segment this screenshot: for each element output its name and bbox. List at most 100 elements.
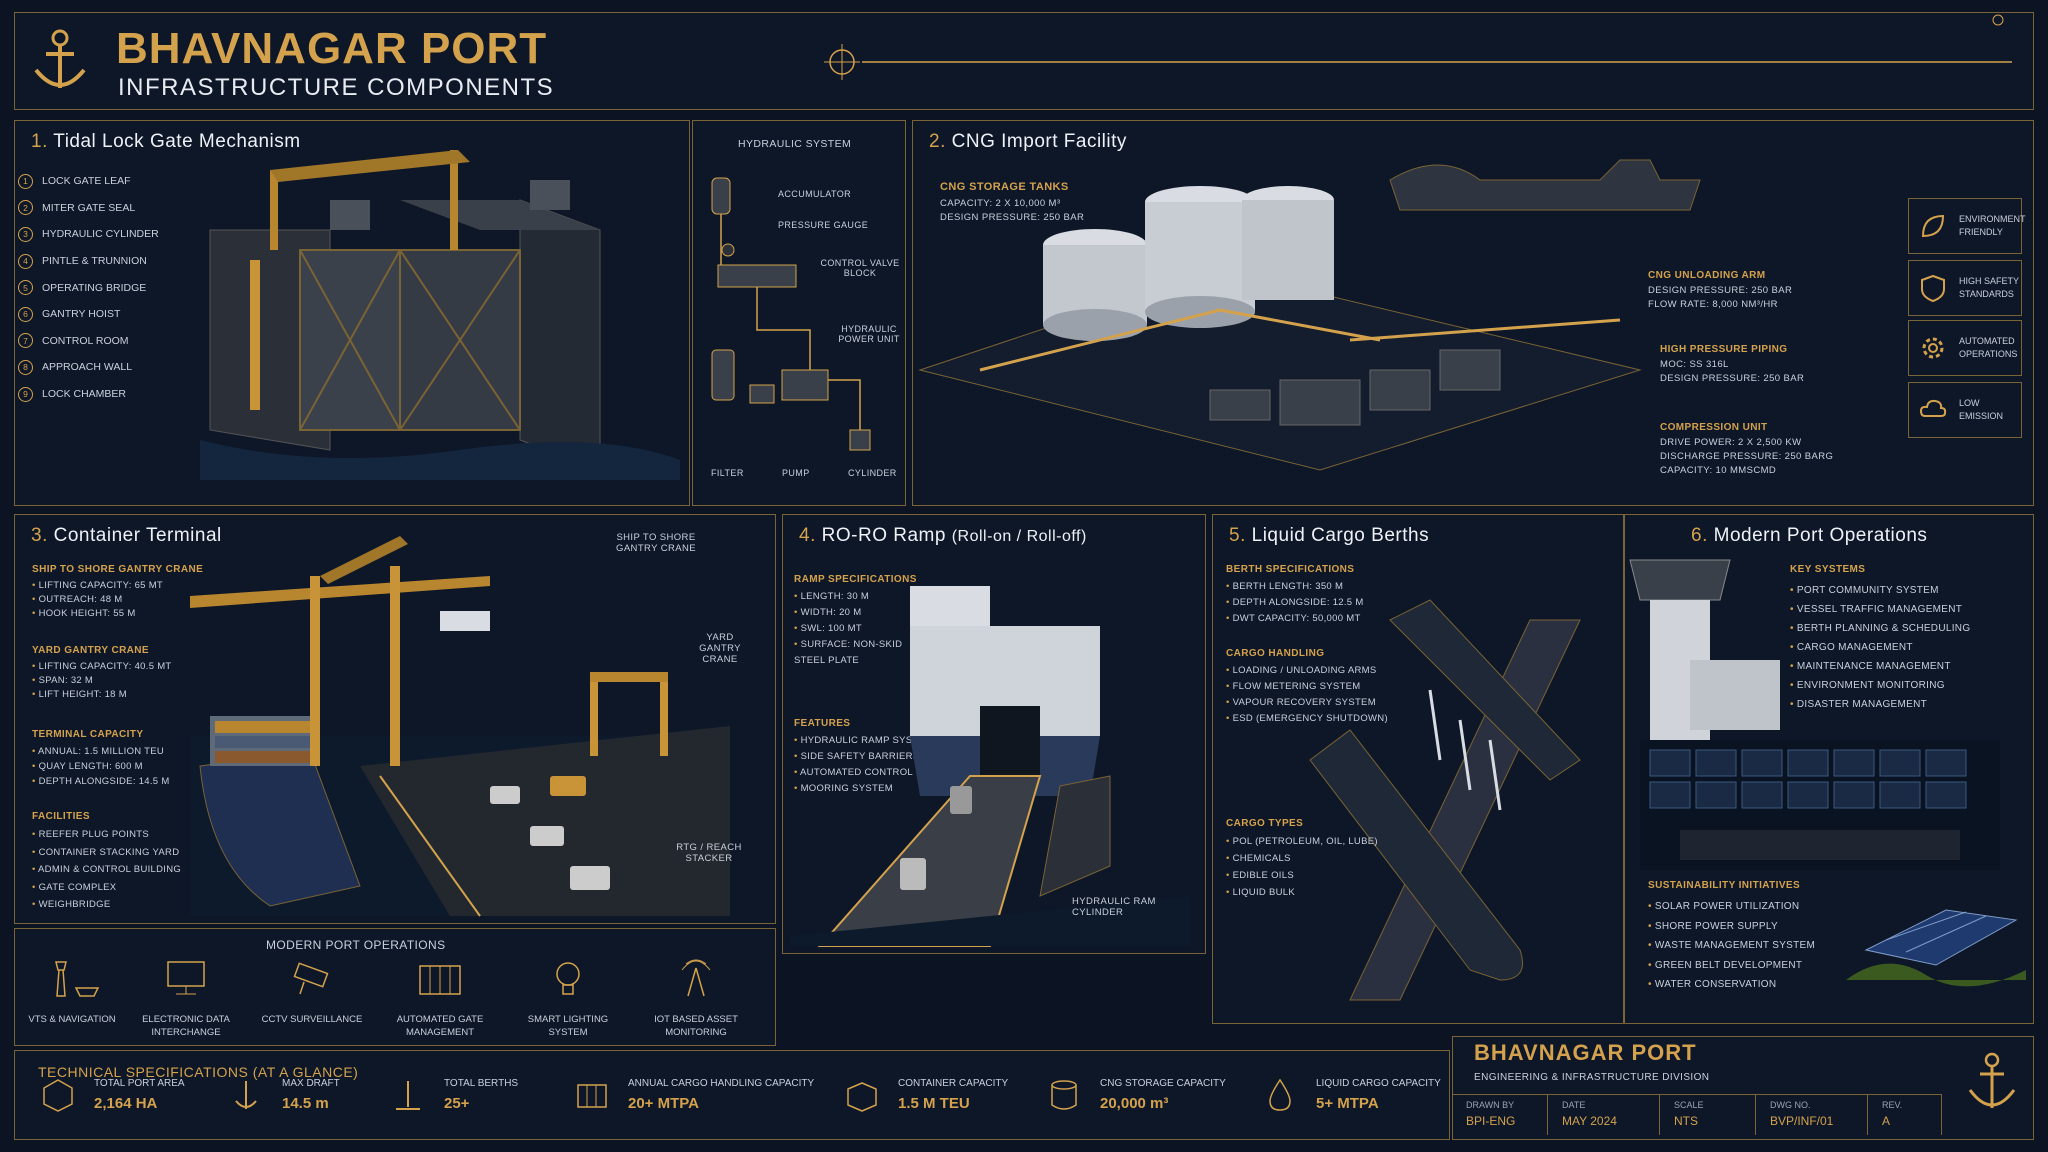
ops-item-gate: AUTOMATED GATE MANAGEMENT: [380, 958, 500, 1039]
tb-rev: REV.A: [1868, 1095, 1942, 1135]
solar-panel-illustration: [1846, 909, 2026, 987]
draft-icon: [235, 1081, 257, 1109]
roro-illustration: [790, 586, 1190, 947]
lock-gate-title: 1. Tidal Lock Gate Mechanism: [31, 131, 301, 152]
sts-crane-note: SHIP TO SHORE GANTRY CRANE LIFTING CAPAC…: [32, 564, 203, 621]
tb-divider: [1452, 1094, 1942, 1095]
lock-legend: 1Lock gate leaf 2Miter gate seal 3Hydrau…: [18, 168, 159, 407]
legend-item: 9Lock chamber: [18, 381, 159, 408]
roro-features-note: FEATURES HYDRAULIC RAMP SYSTEMSIDE SAFET…: [794, 718, 933, 797]
ops-strip-title: MODERN PORT OPERATIONS: [266, 938, 446, 952]
cloud-icon: [1919, 399, 1947, 417]
tower-icon: [55, 961, 100, 997]
drop-icon: [1269, 1078, 1291, 1111]
cng-facility-illustration: [918, 159, 1701, 471]
computer-icon: [167, 961, 205, 995]
header-rule: [862, 61, 2012, 63]
tank-icon: [1051, 1080, 1077, 1110]
filter-label: FILTER: [711, 468, 744, 478]
ops-item-cctv: CCTV SURVEILLANCE: [252, 958, 372, 1026]
tb-name: BHAVNAGAR PORT: [1474, 1040, 1697, 1065]
cargo-types-note: CARGO TYPES POL (PETROLEUM, OIL, LUBE)CH…: [1226, 818, 1378, 901]
shield-icon: [1921, 274, 1945, 303]
hydraulic-title: HYDRAULIC SYSTEM: [738, 138, 852, 150]
cng-compression-note: COMPRESSION UNIT DRIVE POWER: 2 X 2,500 …: [1660, 422, 1834, 476]
liquid-title: 5. Liquid Cargo Berths: [1229, 525, 1430, 546]
ops-item-iot: IoT BASED ASSET MONITORING: [636, 958, 756, 1039]
legend-item: 8Approach wall: [18, 354, 159, 381]
facilities-note: FACILITIES REEFER PLUG POINTSCONTAINER S…: [32, 811, 181, 914]
tech-specs-title: TECHNICAL SPECIFICATIONS (AT A GLANCE): [38, 1064, 359, 1080]
tb-dwg: DWG NO.BVP/INF/01: [1756, 1095, 1868, 1135]
sustainability-note: SUSTAINABILITY INITIATIVES SOLAR POWER U…: [1648, 880, 1815, 995]
callout-yard: YARD GANTRY CRANE: [699, 632, 741, 665]
callout-rtg: RTG / REACH STACKER: [676, 842, 742, 864]
accumulator-label: ACCUMULATOR: [778, 189, 852, 199]
cng-arm-note: CNG UNLOADING ARM DESIGN PRESSURE: 250 B…: [1648, 270, 1793, 310]
legend-item: 6Gantry hoist: [18, 301, 159, 328]
gear-icon: [1922, 337, 1944, 359]
cng-piping-note: HIGH PRESSURE PIPING MOC: SS 316L DESIGN…: [1660, 344, 1805, 384]
header-panel: [14, 12, 2034, 110]
leaf-icon: [1921, 214, 1945, 238]
valve-label: CONTROL VALVE BLOCK: [820, 258, 900, 278]
container-terminal-illustration: [190, 536, 730, 917]
lock-gate-illustration: [200, 150, 680, 480]
legend-item: 5Operating bridge: [18, 274, 159, 301]
pump-label: PUMP: [782, 468, 810, 478]
antenna-icon: [681, 959, 711, 997]
badge-emission: LOW EMISSION: [1908, 382, 2022, 438]
legend-item: 1Lock gate leaf: [18, 168, 159, 195]
page-title: BHAVNAGAR PORT: [116, 24, 548, 73]
gate-icon: [419, 965, 461, 995]
cargo-handling-note: CARGO HANDLING LOADING / UNLOADING ARMSF…: [1226, 648, 1388, 727]
ops-item-edi: ELECTRONIC DATA INTERCHANGE: [126, 958, 246, 1039]
hpu-label: HYDRAULIC POWER UNIT: [838, 324, 900, 344]
legend-item: 2Miter gate seal: [18, 195, 159, 222]
tb-division: ENGINEERING & INFRASTRUCTURE DIVISION: [1474, 1072, 1710, 1083]
legend-item: 3Hydraulic cylinder: [18, 221, 159, 248]
ops-strip-panel: [14, 928, 776, 1046]
cng-tanks-note: CNG STORAGE TANKS CAPACITY: 2 X 10,000 m…: [940, 181, 1085, 223]
tech-specs-panel: [14, 1050, 1450, 1140]
roro-title: 4. RO-RO Ramp (Roll-on / Roll-off): [799, 525, 1087, 546]
badge-automated: AUTOMATED OPERATIONS: [1908, 320, 2022, 376]
hydraulic-schematic: [711, 177, 871, 451]
modern-title: 6. Modern Port Operations: [1691, 525, 1928, 546]
berth-icon: [396, 1081, 420, 1110]
crosshair-icon: [824, 44, 860, 80]
key-systems-note: KEY SYSTEMS PORT COMMUNITY SYSTEMVESSEL …: [1790, 564, 1970, 714]
liquid-berth-illustration: [1309, 599, 1581, 1001]
gauge-label: PRESSURE GAUGE: [778, 220, 869, 230]
title-block: [1452, 1036, 2034, 1140]
bulb-icon: [556, 962, 580, 995]
container-icon: [847, 1082, 877, 1112]
control-tower-illustration: [1629, 559, 1780, 740]
ramp-spec-note: RAMP SPECIFICATIONS LENGTH: 30 mWIDTH: 2…: [794, 574, 924, 669]
anchor-logo-icon: [34, 29, 86, 88]
badge-environment: ENVIRONMENT FRIENDLY: [1908, 198, 2025, 254]
badge-safety: HIGH SAFETY STANDARDS: [1908, 260, 2022, 316]
callout-sts: SHIP TO SHORE GANTRY CRANE: [616, 532, 696, 554]
cng-title: 2. CNG Import Facility: [929, 131, 1127, 152]
berth-spec-note: BERTH SPECIFICATIONS BERTH LENGTH: 350 m…: [1226, 564, 1364, 627]
anchor-emblem-icon: [1968, 1052, 2016, 1108]
corner-mark-icon: [1992, 14, 2004, 26]
legend-item: 7Control room: [18, 328, 159, 355]
cylinder-label: CYLINDER: [848, 468, 897, 478]
control-room-illustration: [1640, 740, 2000, 870]
terminal-capacity-note: TERMINAL CAPACITY ANNUAL: 1.5 MILLION TE…: [32, 729, 170, 789]
camera-icon: [293, 962, 329, 995]
area-icon: [43, 1079, 73, 1112]
ops-item-vts: VTS & NAVIGATION: [12, 958, 132, 1026]
